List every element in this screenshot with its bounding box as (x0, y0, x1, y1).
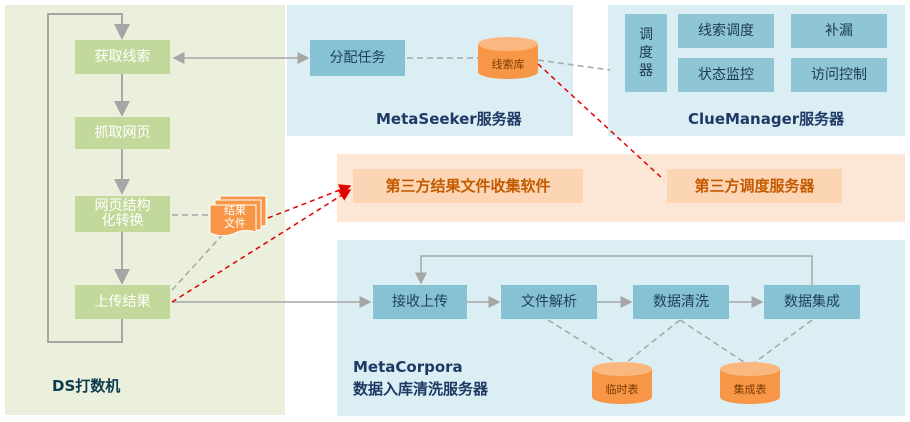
db-cluemanager-dash (537, 59, 611, 71)
parse-temp-dash (547, 319, 623, 367)
upload-file-dash (171, 231, 226, 291)
data-integrate-box: 数据集成 (764, 285, 860, 319)
result-file-label: 结果 文件 (224, 204, 246, 230)
cluemanager-title: ClueManager服务器 (688, 110, 845, 128)
metacorpora-title-line1: MetaCorpora (353, 358, 463, 376)
third-party-collector: 第三方结果文件收集软件 (353, 169, 583, 203)
mc-loop-line (415, 255, 813, 286)
data-clean-box: 数据清洗 (633, 285, 729, 319)
clue-schedule-box: 线索调度 (678, 14, 774, 48)
scheduler-box: 调 度 器 (625, 14, 667, 92)
clean-integrated-dash (679, 319, 751, 367)
integrate-integrated-dash (749, 319, 813, 367)
ds-step-upload: 上传结果 (75, 285, 170, 319)
ds-step-get-clue: 获取线索 (75, 40, 170, 74)
metacorpora-title-line2: 数据入库清洗服务器 (353, 380, 489, 398)
access-control-box: 访问控制 (791, 58, 887, 92)
receive-upload-box: 接收上传 (373, 285, 467, 319)
integrated-table-cylinder (720, 362, 780, 404)
clue-db-label: 线索库 (491, 58, 525, 71)
metaseeker-title: MetaSeeker服务器 (376, 110, 522, 128)
temp-table-label: 临时表 (605, 383, 639, 396)
third-party-scheduler: 第三方调度服务器 (667, 169, 842, 203)
ds-step-crawl: 抓取网页 (75, 117, 170, 149)
file-parse-box: 文件解析 (501, 285, 597, 319)
file-collector-red (267, 184, 352, 219)
status-monitor-box: 状态监控 (678, 58, 774, 92)
temp-table-cylinder (592, 362, 652, 404)
assign-task-box: 分配任务 (310, 40, 405, 76)
clue-db-cylinder (478, 37, 538, 79)
patch-box: 补漏 (791, 14, 887, 48)
upload-collector-red (171, 189, 352, 303)
ds-title: DS打数机 (52, 377, 121, 395)
result-file-icon (209, 195, 267, 237)
ds-step-convert: 网页结构 化转换 (75, 196, 170, 232)
db-scheduler-red (537, 63, 665, 181)
clean-temp-dash (621, 319, 681, 367)
integrated-table-label: 集成表 (733, 383, 767, 396)
ds-loop-line (47, 13, 130, 343)
